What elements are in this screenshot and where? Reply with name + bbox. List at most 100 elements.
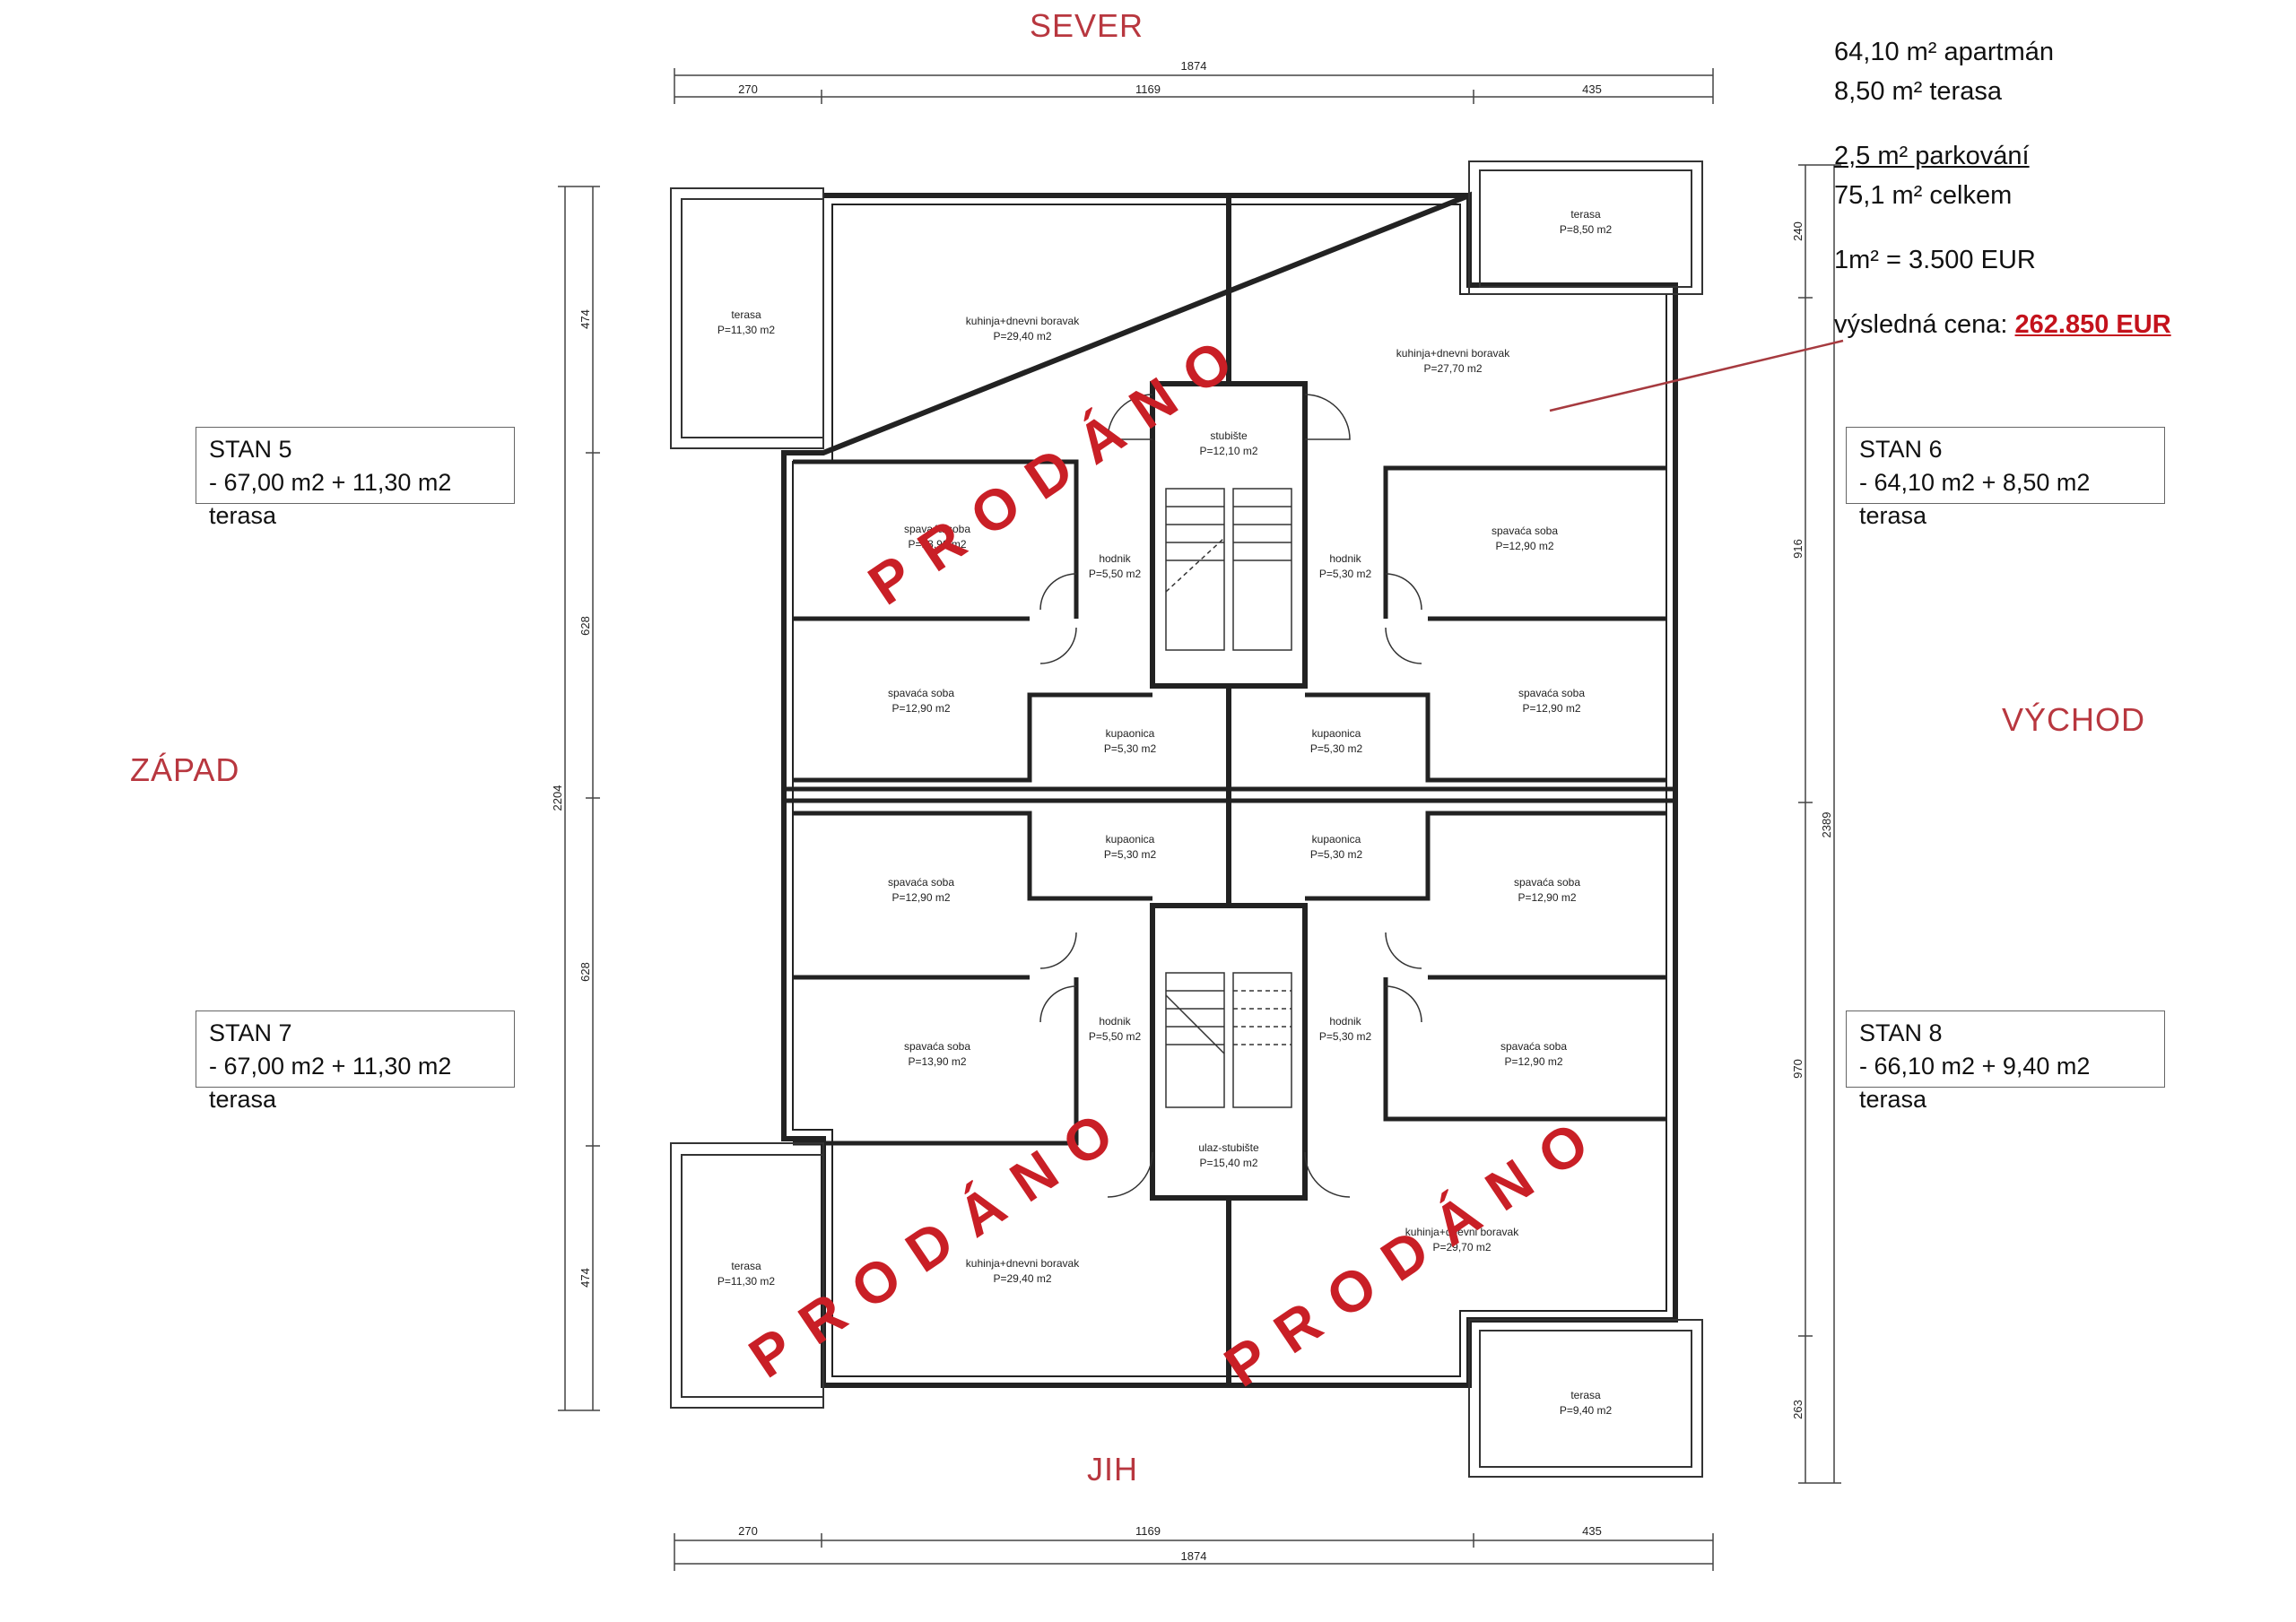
final-price-label: výsledná cena: [1834,310,2008,339]
room-stair-s-name: ulaz-stubište [1198,1141,1259,1154]
compass-north: SEVER [1030,7,1144,44]
dim-bottom-right: 435 [1582,1524,1602,1538]
room-se-terrace-area: P=9,40 m2 [1560,1404,1613,1417]
dim-right-4: 263 [1791,1400,1805,1419]
unit-box-stan-5: STAN 5 - 67,00 m2 + 11,30 m2 terasa [196,427,515,529]
walls [781,191,1678,1388]
room-nw-hall-area: P=5,50 m2 [1089,568,1142,580]
room-se-hall-name: hodnik [1329,1015,1361,1028]
price-callout-line [1549,339,1844,412]
dim-left-2: 628 [578,616,592,636]
compass-east: VÝCHOD [2002,701,2146,738]
room-nw-hall-name: hodnik [1099,552,1131,565]
unit-name: STAN 8 [1859,1019,1943,1046]
room-se-bath-name: kupaonica [1312,833,1361,846]
terraces [670,160,1703,1478]
room-se-kitchen-area: P=29,70 m2 [1432,1241,1491,1253]
unit-box-stan-6: STAN 6 - 64,10 m2 + 8,50 m2 terasa [1846,427,2165,529]
room-ne-bed1-name: spavaća soba [1492,525,1558,537]
room-nw-bath-name: kupaonica [1106,727,1155,740]
room-stair-s-area: P=15,40 m2 [1199,1157,1257,1169]
door-swings [1039,394,1422,1198]
room-se-kitchen-name: kuhinja+dnevni boravak [1405,1226,1519,1238]
unit-desc: - 64,10 m2 + 8,50 m2 terasa [1859,469,2091,529]
room-sw-bed2-area: P=12,90 m2 [891,891,950,904]
room-sw-terrace-area: P=11,30 m2 [718,1275,775,1288]
dim-right-total: 2389 [1820,812,1833,838]
room-ne-bath-name: kupaonica [1312,727,1361,740]
room-ne-hall-name: hodnik [1329,552,1361,565]
room-ne-hall-area: P=5,30 m2 [1319,568,1372,580]
room-ne-bed2-area: P=12,90 m2 [1522,702,1580,715]
room-nw-kitchen-area: P=29,40 m2 [993,330,1051,343]
compass-west: ZÁPAD [130,751,240,788]
room-ne-bed2-name: spavaća soba [1518,687,1585,699]
room-stair-n-name: stubište [1210,429,1248,442]
summary-total-area: 75,1 m² celkem [1834,181,2013,210]
bottom-dimensions [674,1533,1714,1571]
room-nw-bed2-area: P=12,90 m2 [891,702,950,715]
dim-right-3: 970 [1791,1059,1805,1079]
room-se-bed1-name: spavaća soba [1500,1040,1567,1053]
room-se-bed1-area: P=12,90 m2 [1504,1055,1562,1068]
unit-desc: - 67,00 m2 + 11,30 m2 terasa [209,469,452,529]
room-stair-n-area: P=12,10 m2 [1199,445,1257,457]
room-nw-bed1-name: spavaća soba [904,523,970,535]
room-nw-bath-area: P=5,30 m2 [1104,742,1157,755]
compass-south: JIH [1087,1451,1138,1488]
room-ne-terrace-area: P=8,50 m2 [1560,223,1613,236]
room-se-hall-area: P=5,30 m2 [1319,1030,1372,1043]
room-se-bed2-area: P=12,90 m2 [1518,891,1576,904]
dim-right-2: 916 [1791,539,1805,559]
dim-bottom-mid: 1169 [1135,1524,1161,1538]
room-se-bath-area: P=5,30 m2 [1310,848,1363,861]
room-sw-kitchen-name: kuhinja+dnevni boravak [966,1257,1080,1270]
unit-name: STAN 6 [1859,436,1943,463]
final-price-value: 262.850 EUR [2014,310,2171,339]
dim-left-4: 474 [578,1268,592,1288]
unit-box-stan-7: STAN 7 - 67,00 m2 + 11,30 m2 terasa [196,1010,515,1113]
top-dimensions [674,68,1714,104]
left-dimensions [558,186,600,1411]
right-dimensions [1798,164,1841,1484]
dim-top-mid: 1169 [1135,82,1161,96]
summary-price-per-m2: 1m² = 3.500 EUR [1834,246,2036,274]
room-sw-bath-area: P=5,30 m2 [1104,848,1157,861]
room-sw-bath-name: kupaonica [1106,833,1155,846]
room-se-bed2-name: spavaća soba [1514,876,1580,889]
room-sw-hall-name: hodnik [1099,1015,1131,1028]
room-sw-bed1-name: spavaća soba [904,1040,970,1053]
room-sw-bed1-area: P=13,90 m2 [908,1055,966,1068]
room-ne-bed1-area: P=12,90 m2 [1495,540,1553,552]
stairs [1165,488,1292,1108]
room-sw-terrace-name: terasa [731,1260,761,1272]
unit-desc: - 66,10 m2 + 9,40 m2 terasa [1859,1053,2091,1113]
dim-left-3: 628 [578,962,592,982]
room-sw-kitchen-area: P=29,40 m2 [993,1272,1051,1285]
room-nw-kitchen-name: kuhinja+dnevni boravak [966,315,1080,327]
room-nw-terrace-name: terasa [731,308,761,321]
dim-top-left: 270 [738,82,758,96]
room-ne-kitchen-area: P=27,70 m2 [1423,362,1482,375]
summary-final-price: výsledná cena: 262.850 EUR [1834,305,2292,344]
unit-desc: - 67,00 m2 + 11,30 m2 terasa [209,1053,452,1113]
room-labels: terasa P=11,30 m2 kuhinja+dnevni boravak… [718,208,1613,1417]
room-nw-bed1-area: P=13,90 m2 [908,538,966,551]
unit-name: STAN 5 [209,436,292,463]
dim-left-1: 474 [578,309,592,329]
price-summary: 64,10 m² apartmán 8,50 m² terasa 2,5 m² … [1834,32,2292,344]
summary-terrace-area: 8,50 m² terasa [1834,77,2002,106]
room-ne-bath-area: P=5,30 m2 [1310,742,1363,755]
unit-name: STAN 7 [209,1019,292,1046]
room-ne-terrace-name: terasa [1570,208,1601,221]
dim-right-1: 240 [1791,221,1805,241]
room-sw-hall-area: P=5,50 m2 [1089,1030,1142,1043]
dim-bottom-left: 270 [738,1524,758,1538]
room-sw-bed2-name: spavaća soba [888,876,954,889]
summary-apartment-area: 64,10 m² apartmán [1834,38,2055,66]
room-nw-bed2-name: spavaća soba [888,687,954,699]
dim-top-right: 435 [1582,82,1602,96]
dim-top-total: 1874 [1181,59,1207,73]
summary-parking-area: 2,5 m² parkování [1834,142,2030,170]
